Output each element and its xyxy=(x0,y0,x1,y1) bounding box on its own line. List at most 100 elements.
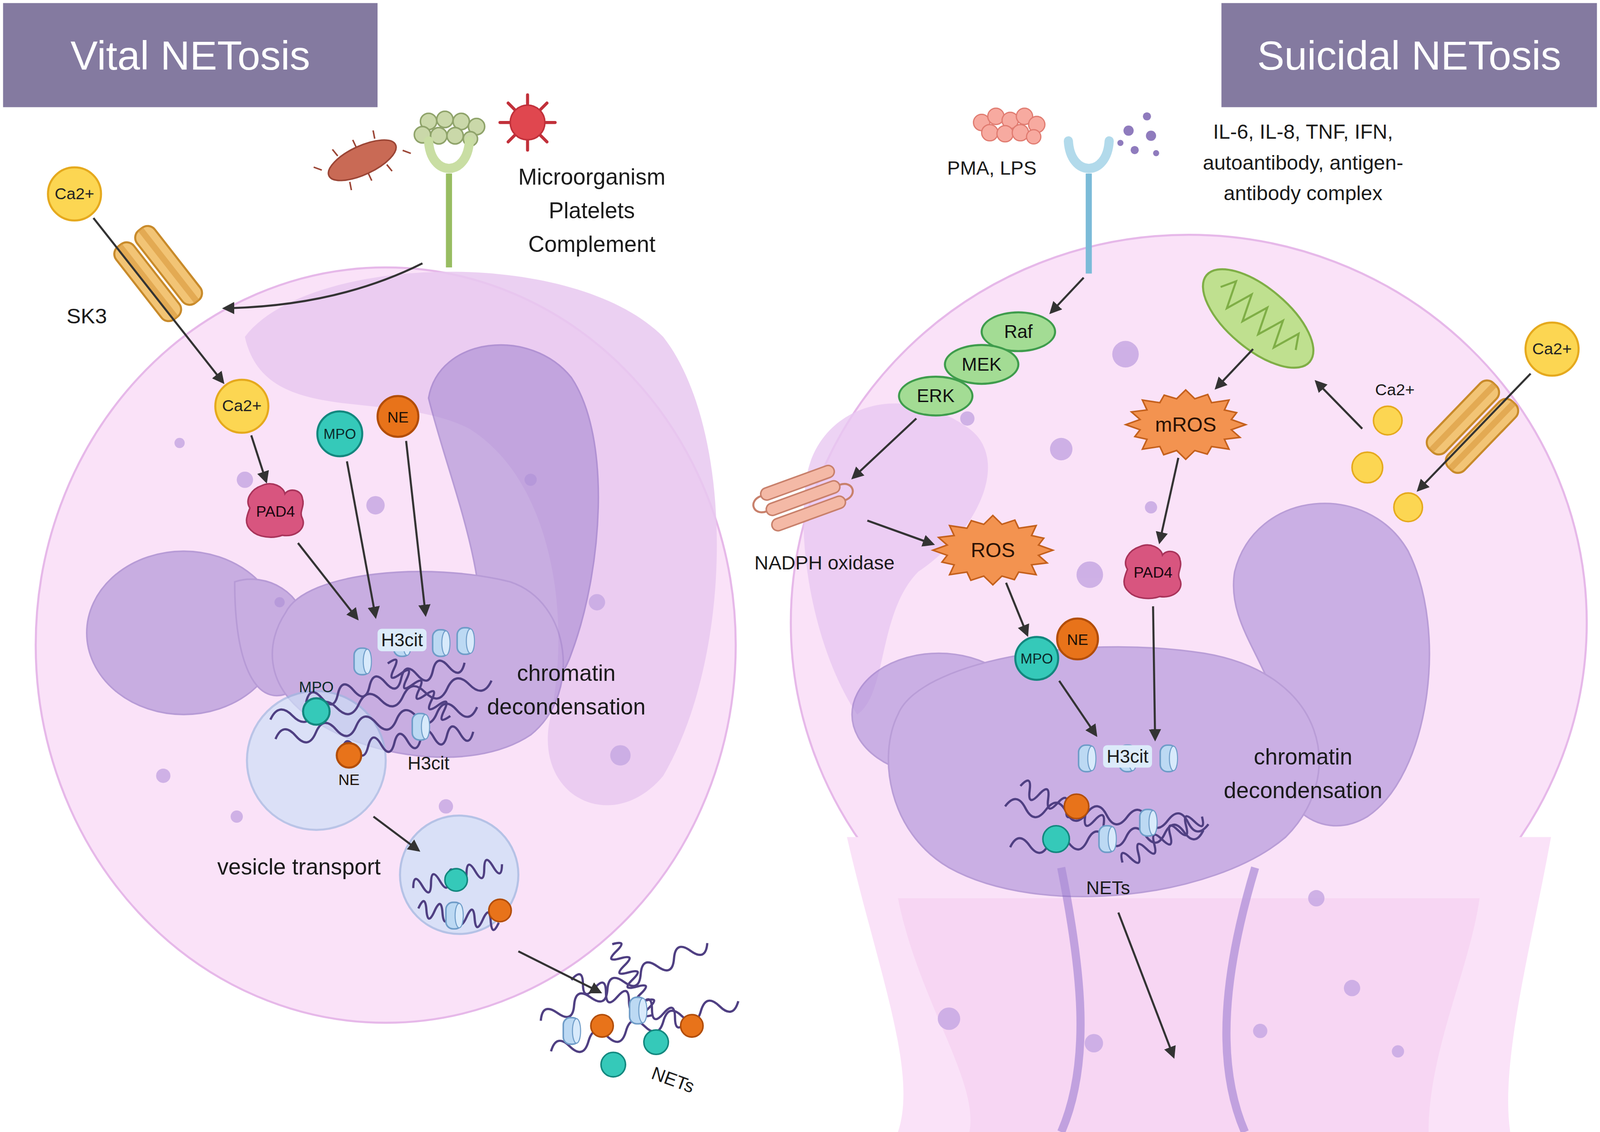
node-label: ROS xyxy=(970,538,1015,563)
calcium-ion xyxy=(1352,452,1383,483)
nets-left xyxy=(537,935,711,1028)
nucleus-right xyxy=(888,646,1319,897)
ne-enzyme: NE xyxy=(333,742,365,789)
pathway-arrow xyxy=(518,951,600,993)
chromatin-left xyxy=(354,648,372,675)
mpo-enzyme: MPO xyxy=(316,410,364,458)
granules-right xyxy=(1112,341,1139,368)
microorganisms xyxy=(332,148,338,157)
process-label: chromatin decondensation xyxy=(1211,739,1395,808)
histone-label: H3cit xyxy=(1103,744,1152,768)
nets-left xyxy=(600,1052,626,1077)
granules-right xyxy=(1308,890,1325,907)
granules-left xyxy=(588,593,606,611)
calcium-ion xyxy=(1373,406,1403,435)
ros-burst: ROS xyxy=(931,515,1054,585)
stimulus-label: PMA, LPS xyxy=(946,155,1037,180)
node-label: Suicidal NETosis xyxy=(1257,31,1561,79)
sk3-channel xyxy=(131,222,206,309)
stimulus-label: Microorganism Platelets Complement xyxy=(502,159,682,261)
stimuli xyxy=(1026,129,1041,144)
protein-dot xyxy=(301,697,331,726)
chromatin-left xyxy=(432,629,450,657)
node-label: MPO xyxy=(1020,650,1054,667)
sk3-channel xyxy=(110,222,206,325)
granules-right xyxy=(960,411,975,426)
process-label: chromatin decondensation xyxy=(474,656,659,724)
nets-left xyxy=(590,1014,614,1037)
vesicle-content xyxy=(411,856,504,896)
granules-right xyxy=(1050,437,1073,461)
enzyme-label: NADPH oxidase xyxy=(754,550,895,575)
node-label: Vital NETosis xyxy=(70,31,311,79)
ros-burst: mROS xyxy=(1124,389,1247,460)
pathway-arrow xyxy=(867,520,933,545)
node-label: Raf xyxy=(1004,321,1033,343)
histone-label: H3cit xyxy=(407,752,450,775)
node-label: Ca2+ xyxy=(54,184,95,203)
nets-left xyxy=(680,1014,703,1037)
pathway-arrow xyxy=(1418,373,1531,490)
node-label: Ca2+ xyxy=(1532,339,1572,358)
nets-left xyxy=(629,997,647,1024)
nets-left xyxy=(568,972,690,1030)
receptor xyxy=(428,140,470,268)
granules-right xyxy=(1391,1045,1404,1058)
enzyme-outline xyxy=(1123,544,1181,599)
granules-left xyxy=(174,437,185,448)
pathway-arrow xyxy=(1216,349,1253,388)
microorganisms xyxy=(313,164,323,173)
granules-right xyxy=(1084,1034,1103,1053)
vesicle-content xyxy=(488,899,512,922)
chromatin-right xyxy=(1078,744,1097,772)
microorganisms xyxy=(402,147,411,156)
granules-left xyxy=(155,768,171,783)
granules-left xyxy=(610,744,631,766)
vesicle-content xyxy=(445,902,463,929)
pathway-arrow xyxy=(406,441,426,615)
connector-arrow xyxy=(93,217,223,383)
sk3-channel xyxy=(137,227,200,304)
stimuli xyxy=(1152,150,1159,156)
stimulus-label: IL-6, IL-8, TNF, IFN, autoantibody, anti… xyxy=(1166,116,1440,209)
receptor xyxy=(1085,173,1092,274)
chromatin-right xyxy=(1139,809,1158,836)
chromatin-right xyxy=(1042,825,1070,853)
nets-left xyxy=(537,935,741,1077)
connector-arrow xyxy=(1159,457,1179,543)
chromatin-right xyxy=(1064,794,1089,819)
ca-channel xyxy=(1423,376,1523,477)
stimuli xyxy=(1123,125,1134,136)
vesicle-content xyxy=(411,856,512,931)
nets-label: NETs xyxy=(1086,876,1131,900)
microorganisms xyxy=(347,181,354,191)
nucleus-right xyxy=(851,503,1429,897)
stimuli xyxy=(973,108,1045,145)
chromatin-left xyxy=(268,672,493,728)
microorganisms xyxy=(371,130,377,139)
microorganisms xyxy=(447,127,464,145)
pathway-arrow xyxy=(224,263,601,992)
microorganisms xyxy=(508,103,547,142)
microorganisms xyxy=(310,120,415,201)
mitochondrion xyxy=(1187,251,1330,386)
connector-arrow xyxy=(1006,582,1027,635)
nets-left xyxy=(548,993,741,1060)
pathway-arrow xyxy=(853,418,917,478)
receptor xyxy=(1068,140,1110,169)
vesicle-content xyxy=(417,900,501,931)
pathway-arrow xyxy=(853,277,1531,1057)
burst-outline xyxy=(932,515,1053,585)
node-label: MEK xyxy=(961,353,1002,376)
process-label: vesicle transport xyxy=(217,854,381,881)
node-label: NE xyxy=(338,770,360,788)
pathway-arrow xyxy=(1051,277,1084,312)
pathway-arrow xyxy=(373,816,419,851)
chromatin-right xyxy=(1098,825,1117,853)
node-label: MPO xyxy=(298,677,334,695)
stimuli xyxy=(1146,130,1157,141)
mpo-enzyme: MPO xyxy=(1014,635,1060,681)
node-label: Ca2+ xyxy=(221,397,262,416)
